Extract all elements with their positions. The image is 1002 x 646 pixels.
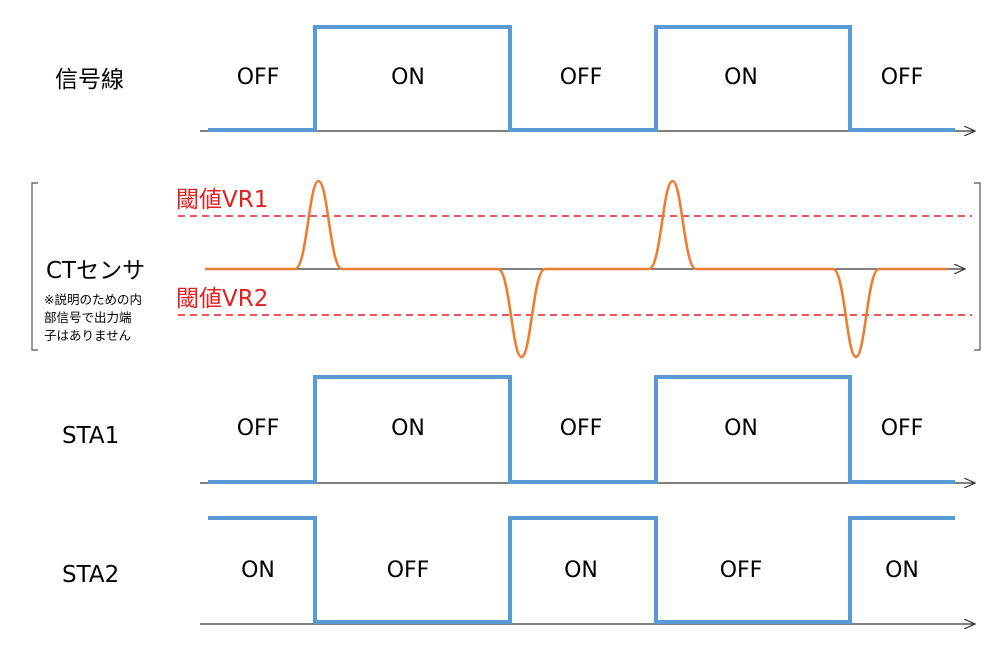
sta2-state-4: OFF [720,558,763,583]
sta2-state-1: ON [241,558,275,583]
signal-waveform [208,25,955,132]
sta1-row: STA1 OFF ON OFF ON OFF [62,375,975,484]
sta2-row: STA2 ON OFF ON OFF ON [62,516,975,624]
ct-sensor-waveform [205,179,947,359]
ct-sensor-note-line-1: ※説明のための内 [44,292,142,307]
sta1-row-label: STA1 [62,423,119,449]
sta1-waveform [208,375,955,484]
sta1-state-1: OFF [237,416,280,441]
signal-row-label: 信号線 [55,67,124,93]
sta1-state-4: ON [724,416,758,441]
signal-state-3: OFF [560,65,603,90]
ct-sensor-note-line-3: 子はありません [44,328,131,343]
ct-sensor-row: CTセンサ ※説明のための内 部信号で出力端 子はありません 閾値VR1 閾値V… [31,179,981,359]
ct-sensor-note-line-2: 部信号で出力端 [44,310,132,325]
threshold-vr1-label: 閾値VR1 [176,187,268,213]
signal-state-5: OFF [881,65,924,90]
sta2-row-label: STA2 [62,562,119,588]
signal-state-2: ON [391,65,425,90]
sta2-waveform [208,516,955,624]
signal-state-1: OFF [237,65,280,90]
right-bracket [974,182,981,351]
ct-sensor-label: CTセンサ [46,258,145,284]
left-bracket [31,182,38,351]
signal-state-4: ON [724,65,758,90]
signal-row: 信号線 OFF ON OFF ON OFF [55,25,975,132]
sta2-state-2: OFF [387,558,430,583]
sta1-state-5: OFF [881,416,924,441]
sta1-state-3: OFF [560,416,603,441]
sta2-state-5: ON [885,558,919,583]
threshold-vr2-label: 閾値VR2 [176,286,268,312]
sta2-state-3: ON [564,558,598,583]
sta1-state-2: ON [391,416,425,441]
